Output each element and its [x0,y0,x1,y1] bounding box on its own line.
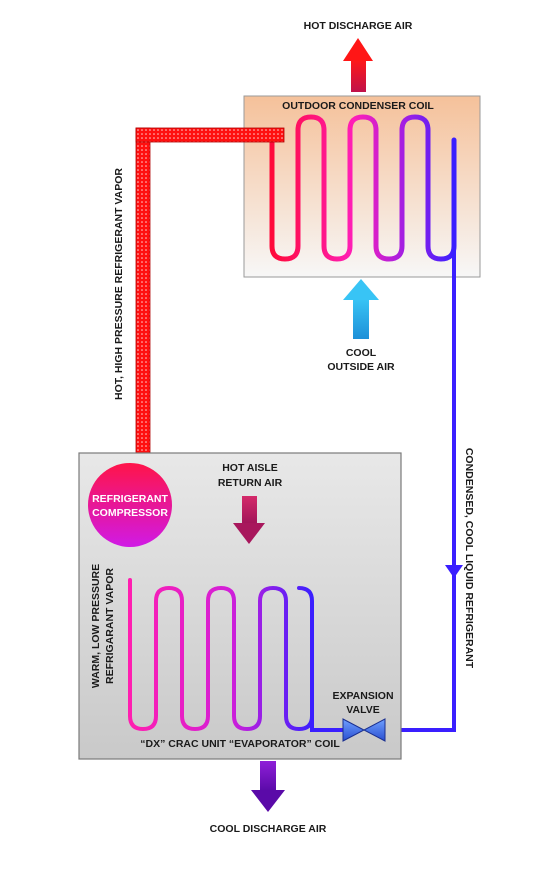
crac-unit-box [78,452,402,760]
hot-discharge-air-arrow-icon [343,38,373,92]
expansion-valve-label-line2: VALVE [346,704,379,716]
warm-low-pressure-label-line1: WARM, LOW PRESSURE [90,564,102,688]
outdoor-condenser-coil-label: OUTDOOR CONDENSER COIL [282,100,434,112]
evaporator-coil-label: “DX” CRAC UNIT “EVAPORATOR” COIL [140,738,340,750]
hot-aisle-label-line1: HOT AISLE [222,462,278,474]
liquid-flow-arrow-icon [445,565,463,578]
cool-outside-air-label-line2: OUTSIDE AIR [327,361,395,373]
compressor-label-line2: COMPRESSOR [92,507,168,519]
condensed-cool-liquid-label: CONDENSED, COOL LIQUID REFRIGERANT [463,448,475,669]
compressor-label-line1: REFRIGERANT [92,493,168,505]
hot-high-pressure-vapor-label: HOT, HIGH PRESSURE REFRIGERANT VAPOR [113,168,125,400]
liquid-refrigerant-line [383,140,456,732]
expansion-valve-icon [342,718,386,742]
evaporator-to-valve-line [310,716,345,732]
warm-low-pressure-label-line2: REFRIGARANT VAPOR [104,568,116,684]
hot-discharge-air-label: HOT DISCHARGE AIR [304,20,413,32]
cool-discharge-air-label: COOL DISCHARGE AIR [210,823,327,835]
outdoor-condenser-box [243,95,481,278]
hot-aisle-label-line2: RETURN AIR [218,477,283,489]
expansion-valve-label-line1: EXPANSION [332,690,393,702]
condenser-coil [269,114,457,262]
hot-aisle-return-air-arrow-icon [233,496,265,544]
cool-outside-air-label-line1: COOL [346,347,377,359]
evaporator-coil [128,578,314,732]
refrigerant-compressor [88,463,172,547]
hot-vapor-pipe [135,127,285,471]
cool-outside-air-arrow-icon [343,279,379,339]
cool-discharge-air-arrow-icon [251,761,285,812]
